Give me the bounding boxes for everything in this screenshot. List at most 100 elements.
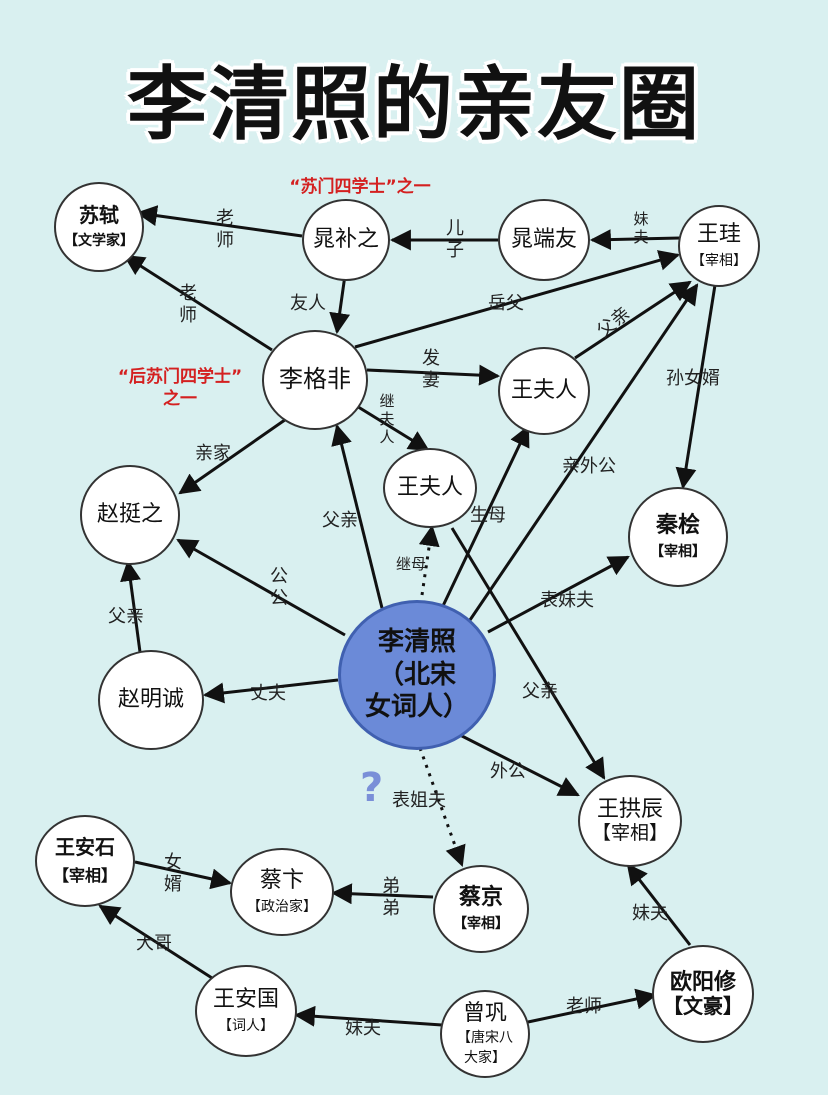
- label-youren: 友人: [290, 293, 326, 314]
- edge-wangfuren1-wanggui: [574, 280, 692, 360]
- node-role: 【文豪】: [663, 994, 743, 1019]
- edge-ligefei-wanggui: [354, 250, 681, 349]
- edge-wanganguo-wanganshi: [98, 904, 213, 980]
- node-caijing: 蔡京 【宰相】: [433, 865, 529, 953]
- node-ligefei: 李格非: [262, 330, 368, 430]
- edge-wangfuren2-wanggongchen: [450, 527, 606, 780]
- edge-liqingzhao-zhaotingzhi: [176, 538, 346, 637]
- node-name: 欧阳修: [669, 969, 736, 995]
- edge-zenggong-wanganguo: [293, 1005, 443, 1027]
- edge-ligefei-wangfuren1: [366, 364, 501, 386]
- edge-liqingzhao-ligefei: [331, 423, 384, 609]
- note-ligefei: “后苏门四学士” 之一: [90, 366, 270, 410]
- node-role: 【宰相】: [650, 544, 706, 561]
- node-qinhui: 秦桧 【宰相】: [628, 487, 728, 587]
- label-qinjia: 亲家: [195, 443, 231, 464]
- node-name: 李格非: [279, 365, 351, 394]
- node-role: 【宰相】: [691, 253, 747, 270]
- node-wanggui: 王珪 【宰相】: [678, 205, 760, 287]
- edge-liqingzhao-wangfuren2-dotted: [418, 524, 440, 596]
- node-name: 王夫人: [510, 378, 577, 404]
- label-laoshi-3: 老师: [566, 996, 602, 1017]
- node-name-line1: 李清照: [377, 627, 456, 658]
- node-name-line3: 女词人）: [364, 692, 469, 723]
- label-fuqin-li: 父亲: [322, 510, 358, 531]
- label-fuqin-zhao: 父亲: [108, 606, 144, 627]
- node-wangfuren2: 王夫人: [383, 448, 477, 528]
- node-role: 【宰相】: [453, 916, 509, 933]
- label-meifu-3: 妹夫: [345, 1018, 381, 1039]
- edge-ouyangxiu-wanggongchen: [626, 863, 692, 946]
- note-ligefei-line1: “后苏门四学士”: [117, 367, 243, 387]
- edge-liqingzhao-caijing-dotted: [418, 747, 466, 867]
- node-name: 王夫人: [396, 475, 463, 501]
- question-mark-icon: ?: [360, 765, 384, 811]
- label-biaojiefu: 表姐夫: [392, 790, 446, 811]
- edge-zhaomingcheng-zhaotingzhi: [120, 559, 142, 653]
- label-zhangfu: 丈夫: [250, 683, 286, 704]
- node-name: 赵挺之: [96, 502, 163, 528]
- node-name: 王珪: [696, 221, 741, 247]
- node-zhaotingzhi: 赵挺之: [80, 465, 180, 565]
- node-role: 【宰相】: [591, 821, 668, 844]
- note-chaobuzhi: “苏门四学士”之一: [289, 177, 431, 197]
- node-name: 蔡京: [458, 884, 503, 910]
- label-biaomeifu: 表妹夫: [540, 590, 594, 611]
- label-yuefu: 岳父: [488, 293, 524, 314]
- label-jifuren: 继夫人: [379, 392, 395, 446]
- node-name: 曾巩: [462, 1000, 507, 1026]
- label-laoshi-1: 老师: [216, 208, 234, 251]
- label-laoshi-2: 老师: [179, 283, 197, 326]
- label-fa-qi: 发妻: [422, 348, 440, 391]
- node-caibian: 蔡卞 【政治家】: [230, 848, 334, 936]
- node-wanganshi: 王安石 【宰相】: [35, 815, 135, 907]
- edge-wanggui-chaoduanyou: [589, 229, 681, 251]
- node-ouyangxiu: 欧阳修 【文豪】: [652, 945, 754, 1043]
- node-wanggongchen: 王拱辰 【宰相】: [578, 775, 682, 867]
- edge-caibian-wanganshi: [134, 860, 233, 890]
- edge-liqingzhao-wanggongchen: [459, 733, 580, 797]
- node-liqingzhao: 李清照 （北宋 女词人）: [338, 600, 496, 750]
- node-name: 王安国: [212, 986, 279, 1012]
- edge-chaobuzhi-ligefei: [329, 274, 351, 335]
- label-sunnvxu: 孙女婿: [666, 368, 720, 389]
- node-name: 晁补之: [312, 227, 379, 253]
- label-meifu-2: 妹夫: [632, 903, 668, 924]
- node-role-line1: 【唐宋八: [457, 1030, 513, 1047]
- note-ligefei-line2: 之一: [163, 389, 197, 410]
- edge-ligefei-zhaotingzhi: [178, 413, 293, 495]
- edge-liqingzhao-zhaomingcheng: [202, 678, 339, 704]
- label-waigong: 外公: [490, 761, 526, 782]
- edge-wanggui-qinhui: [675, 284, 717, 490]
- label-didi: 弟弟: [382, 876, 400, 919]
- label-qinwaigong: 亲外公: [562, 456, 616, 477]
- node-name: 晁端友: [510, 227, 577, 253]
- edge-caijing-caibian: [330, 883, 434, 905]
- node-chaoduanyou: 晁端友: [498, 199, 590, 281]
- label-jimu: 继母: [396, 555, 427, 573]
- label-shengmu: 生母: [470, 505, 506, 526]
- edge-ligefei-wangfuren2: [354, 403, 430, 452]
- edge-chaobuzhi-sushi: [135, 205, 303, 238]
- node-name: 秦桧: [655, 512, 700, 538]
- node-role: 【词人】: [218, 1018, 274, 1035]
- label-erzi: 儿子: [446, 218, 464, 261]
- edge-zenggong-ouyangxiu: [527, 988, 658, 1024]
- node-name: 苏轼: [79, 203, 119, 227]
- edge-liqingzhao-wanggui: [468, 283, 699, 621]
- node-wanganguo: 王安国 【词人】: [195, 965, 297, 1057]
- node-role-line2: 大家】: [464, 1050, 506, 1067]
- label-meifu-1: 妹夫: [633, 210, 649, 246]
- node-wangfuren1: 王夫人: [498, 347, 590, 435]
- node-sushi: 苏轼 【文学家】: [54, 182, 144, 272]
- node-name: 赵明诚: [117, 687, 184, 713]
- node-role: 【宰相】: [52, 866, 117, 885]
- node-name: 王拱辰: [596, 797, 663, 823]
- label-gonggong: 公公: [270, 566, 288, 609]
- edge-ligefei-sushi: [123, 254, 273, 352]
- node-name: 蔡卞: [259, 867, 304, 893]
- label-fuqin-wang: 父亲: [522, 681, 558, 702]
- edge-liqingzhao-wangfuren1: [440, 425, 530, 609]
